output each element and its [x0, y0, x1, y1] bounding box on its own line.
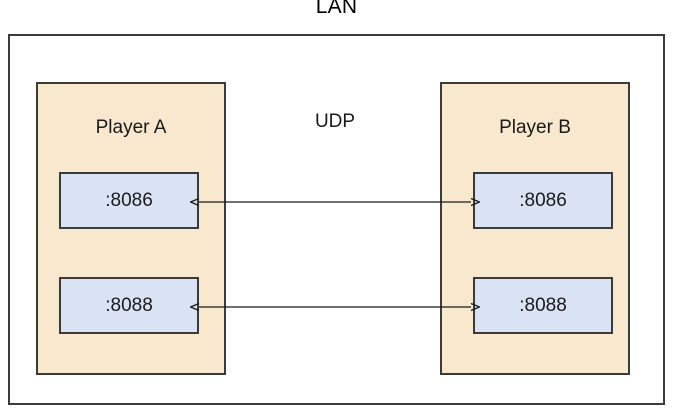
player-b-port-8088[interactable]: :8088	[473, 277, 613, 334]
player-b-box[interactable]: Player B :8086 :8088	[440, 82, 630, 375]
lan-title: LAN	[315, 0, 358, 18]
player-a-port-8088[interactable]: :8088	[59, 277, 199, 334]
player-b-port-8086[interactable]: :8086	[473, 172, 613, 229]
player-b-label: Player B	[499, 117, 571, 138]
player-a-port-8086[interactable]: :8086	[59, 172, 199, 229]
player-a-port-8088-label: :8088	[105, 295, 153, 316]
connector-port-8086	[190, 190, 480, 214]
player-b-port-8088-label: :8088	[519, 295, 567, 316]
player-a-port-8086-label: :8086	[105, 190, 153, 211]
player-b-port-8086-label: :8086	[519, 190, 567, 211]
player-a-label: Player A	[95, 117, 167, 138]
connector-port-8088	[190, 295, 480, 319]
player-a-box[interactable]: Player A :8086 :8088	[36, 82, 226, 375]
udp-protocol-label: UDP	[314, 111, 356, 132]
